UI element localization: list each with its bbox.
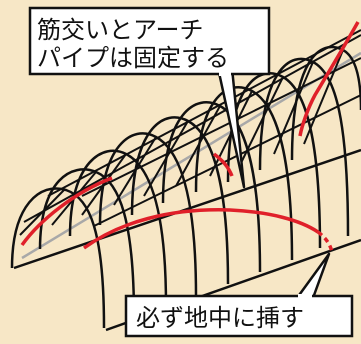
brace-diagonal (143, 120, 189, 197)
arch-pipe (10, 187, 106, 329)
brace-pipe-left (20, 176, 113, 247)
top-callout-line1: 筋交いとアーチ (37, 16, 204, 44)
brace-diagonal (175, 105, 221, 187)
brace-pipe-upper-middle (212, 152, 234, 177)
arch-pipe (38, 168, 136, 319)
bottom-callout-text: 必ず地中に挿す (136, 304, 304, 332)
top-callout-box (28, 6, 271, 76)
brace-pipe-right (298, 21, 360, 137)
top-callout-line2: パイプは固定する (37, 44, 229, 72)
brace-diagonal (303, 49, 344, 145)
brace-diagonal (239, 76, 284, 166)
ridge-pipe (21, 51, 361, 260)
purlin (81, 57, 361, 197)
brace-pipe-lower-end (316, 230, 334, 253)
purlin (93, 94, 361, 227)
brace-diagonal (273, 61, 314, 155)
red-brace-pipes (20, 21, 360, 253)
brace-diagonal (19, 189, 65, 236)
brace-diagonal (81, 153, 127, 216)
arch-pipe (161, 101, 262, 273)
brace-diagonal (209, 90, 253, 177)
front-ground-rail (13, 148, 361, 270)
cross-bracing (19, 49, 344, 236)
bottom-callout-box (124, 294, 354, 338)
brace-pipe-lower (82, 208, 319, 250)
top-callout: 筋交いとアーチ パイプは固定する (28, 6, 271, 189)
bottom-callout: 必ず地中に挿す (124, 252, 354, 338)
purlin (47, 29, 361, 197)
brace-diagonal (113, 136, 157, 206)
arch-pipe (98, 132, 198, 297)
